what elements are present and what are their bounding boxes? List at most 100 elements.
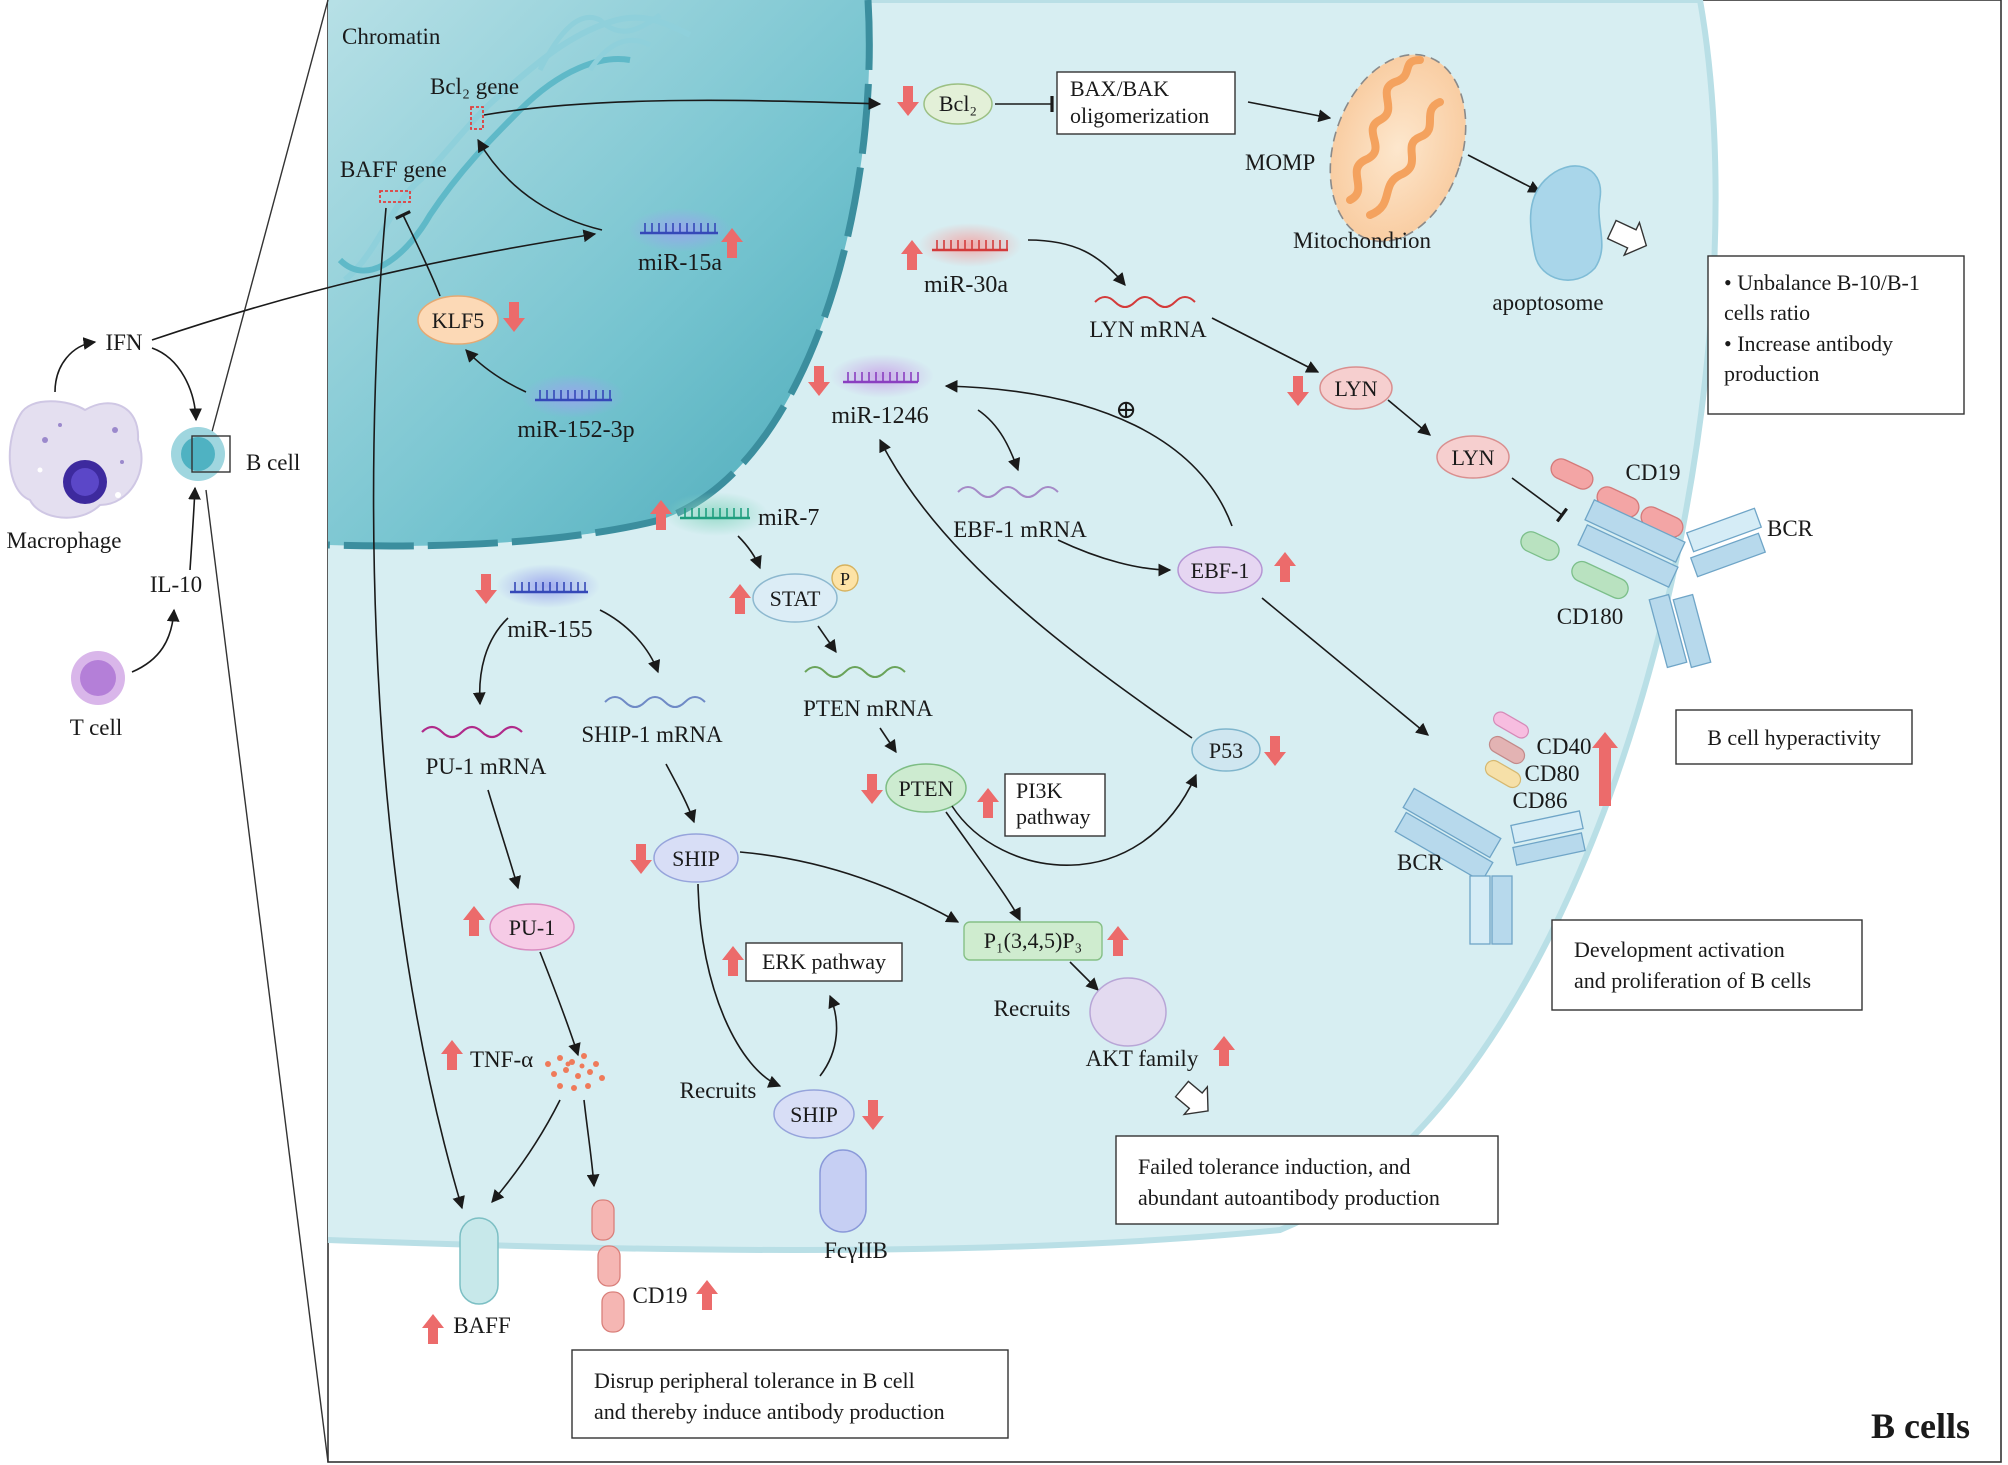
mir30a-label: miR-30a [924, 272, 1008, 298]
arrow-ship-ship2 [697, 883, 782, 1088]
cd86-label: CD86 [1513, 788, 1568, 813]
klf5-node [417, 295, 499, 345]
bcr-top-label: BCR [1767, 516, 1814, 541]
arrow-pu1mrna-pu1 [487, 789, 521, 890]
up-arrow-icon [1213, 1036, 1235, 1066]
fcgriib-receptor [819, 1149, 867, 1233]
disrup-line1: Disrup peripheral tolerance in B cell [594, 1368, 915, 1393]
down-arrow-icon [475, 574, 497, 604]
akt-label: AKT family [1086, 1046, 1199, 1071]
baff-gene-locus [379, 190, 411, 203]
down-arrow-icon [630, 844, 652, 874]
pip3-label: P₁(3,4,5)P₃ [984, 928, 1082, 953]
arrow-mir30a-lynmrna [1027, 239, 1126, 286]
erk-box [745, 942, 903, 982]
outcome-boxes: • Unbalance B-10/B-1 cells ratio • Incre… [571, 255, 1965, 1439]
baff-receptor [459, 1217, 499, 1305]
up-arrow-icon [977, 788, 999, 818]
hyperactivity-label: B cell hyperactivity [1707, 725, 1881, 750]
arrow-mir7-stat [737, 535, 762, 570]
up-arrow-icon [729, 584, 751, 614]
p53-label: P53 [1209, 738, 1243, 763]
development-line2: and proliferation of B cells [1574, 968, 1811, 993]
disrup-line2: and thereby induce antibody production [594, 1399, 945, 1424]
ebf1-node [1177, 546, 1263, 594]
nucleus [328, 0, 870, 546]
left-panel: Macrophage T cell B cell IFN IL-10 [7, 229, 597, 740]
failed-tolerance-box [1115, 1135, 1499, 1225]
zoom-line-bottom [205, 489, 329, 1463]
pi3k-line2: pathway [1016, 804, 1091, 829]
arrow-tnfa-cd19 [583, 1099, 600, 1188]
fcgriib-label: FcγIIB [824, 1238, 888, 1263]
mitochondrion-icon [1329, 53, 1467, 243]
mir155-icon [496, 564, 600, 608]
pten-mrna-label: PTEN mRNA [803, 696, 933, 721]
disrup-tolerance-box [571, 1349, 1009, 1439]
arrow-pip3-akt [1069, 961, 1099, 991]
lyn2-label: LYN [1451, 445, 1494, 470]
pten-label: PTEN [899, 776, 954, 801]
arrow-mito-apoptosome [1467, 154, 1542, 193]
pu1-mrna-icon [421, 725, 523, 739]
arrow-tnfa-baff [491, 1099, 561, 1203]
pip3-node [963, 921, 1103, 961]
erk-label: ERK pathway [762, 949, 886, 974]
arrow-ifn-bcell [151, 347, 203, 422]
arrow-pten-pip3 [945, 811, 1021, 922]
mir15a-icon [628, 208, 732, 252]
arrow-il10-bcell [188, 486, 201, 571]
dna-strand-b [337, 56, 631, 274]
cd19-chain-icon [591, 1199, 625, 1333]
arrow-ebf1-mir1246 [944, 379, 1233, 527]
down-arrow-icon [1287, 376, 1309, 406]
arrow-ebf1-receptors [1261, 597, 1429, 736]
unbalance-line2: cells ratio [1724, 300, 1810, 325]
up-arrow-tall-icon [1592, 732, 1618, 806]
arrow-p53-mir1246 [879, 438, 1193, 739]
hollow-arrow-akt [1174, 1080, 1209, 1116]
down-arrow-icon [808, 366, 830, 396]
ship2-label: SHIP [790, 1102, 838, 1127]
ship-node [653, 833, 739, 883]
bcl2-label: Bcl₂ [939, 91, 977, 116]
ship1-mrna-icon [604, 696, 706, 708]
tnfa-particles [545, 1053, 605, 1091]
nucleus-content: Chromatin Bcl₂ gene BAFF gene miR-15a KL… [337, 12, 732, 443]
arrow-mir152-klf5 [465, 349, 527, 393]
development-box [1551, 919, 1863, 1011]
lyn-branch: miR-30a LYN mRNA LYN LYN [918, 223, 1569, 523]
apoptosome-label: apoptosome [1492, 290, 1603, 315]
receptor-cluster-bottom: CD40 CD80 CD86 BCR [1394, 711, 1592, 945]
up-arrow-icon [721, 228, 743, 258]
mir152-label: miR-152-3p [517, 417, 634, 443]
mir155-branch: miR-155 PU-1 mRNA SHIP-1 mRNA PU-1 SHIP … [372, 207, 960, 1338]
unbalance-line4: production [1724, 361, 1819, 386]
cd19-bottom-label: CD19 [633, 1283, 688, 1308]
cd40-label: CD40 [1537, 734, 1592, 759]
bax-line1: BAX/BAK [1070, 76, 1169, 101]
bcl2-node [923, 83, 993, 125]
ebf1-mrna-icon [957, 486, 1059, 498]
arrow-stat-ptenmrna [817, 625, 837, 654]
failed-line1: Failed tolerance induction, and [1138, 1154, 1410, 1179]
mir15a-label: miR-15a [638, 250, 722, 276]
arrow-baffgene-baff [372, 207, 465, 1210]
lyn-node-2 [1436, 435, 1510, 479]
development-line1: Development activation [1574, 937, 1785, 962]
up-arrow-icon [1274, 552, 1296, 582]
cd80-label: CD80 [1525, 761, 1580, 786]
arrow-ship1mrna-ship [665, 763, 697, 824]
ship-label: SHIP [672, 846, 720, 871]
apoptosis-branch: Bcl₂ BAX/BAK oligomerization MOMP Mitoch… [483, 53, 1648, 315]
phospho-badge [831, 564, 859, 592]
arrow-mir1246-ebfmrna [977, 409, 1021, 472]
t-cell-label: T cell [70, 715, 123, 740]
p53-node [1191, 728, 1261, 772]
arrow-ship2-erk [819, 994, 841, 1077]
ebf-branch: miR-1246 EBF-1 mRNA EBF-1 ⊕ P53 [830, 354, 1429, 772]
down-arrow-icon [862, 1100, 884, 1130]
arrow-ifn-mir15a [151, 229, 597, 341]
receptor-cluster-top: CD19 BCR CD180 [1520, 458, 1814, 669]
